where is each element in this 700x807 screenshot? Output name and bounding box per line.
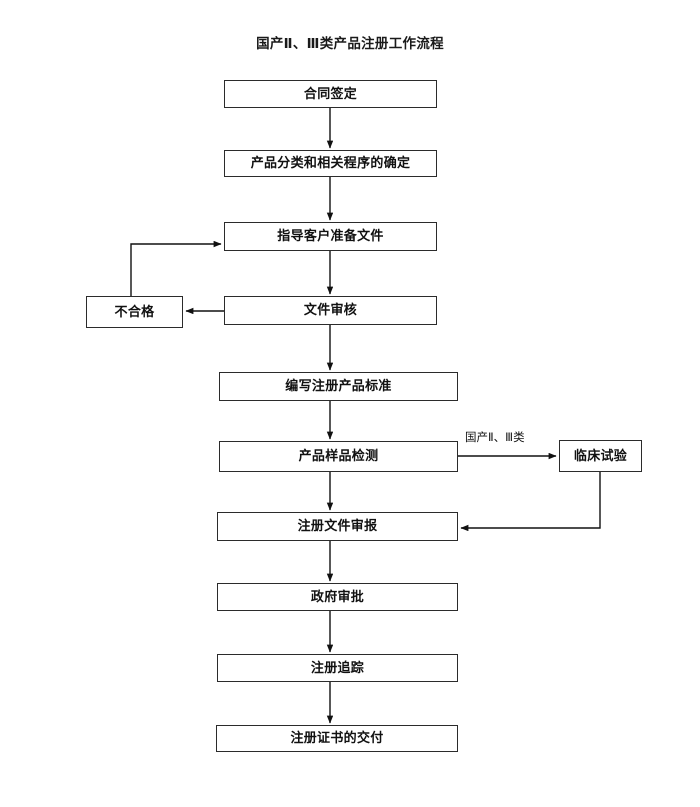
node-clinical-trial[interactable]: 临床试验 bbox=[559, 440, 642, 472]
node-document-review[interactable]: 文件审核 bbox=[224, 296, 437, 325]
node-classification[interactable]: 产品分类和相关程序的确定 bbox=[224, 150, 437, 177]
node-contract-signing[interactable]: 合同签定 bbox=[224, 80, 437, 108]
node-certificate-delivery[interactable]: 注册证书的交付 bbox=[216, 725, 458, 752]
node-registration-tracking[interactable]: 注册追踪 bbox=[217, 654, 458, 682]
node-unqualified[interactable]: 不合格 bbox=[86, 296, 183, 328]
node-sample-testing[interactable]: 产品样品检测 bbox=[219, 441, 458, 472]
connector-n8-n9-return bbox=[460, 472, 601, 532]
edge-label-domestic-class-2-3: 国产Ⅱ、Ⅲ类 bbox=[465, 430, 525, 444]
connector-n5-n3-loop bbox=[130, 240, 222, 296]
node-registration-submission[interactable]: 注册文件审报 bbox=[217, 512, 458, 541]
node-government-approval[interactable]: 政府审批 bbox=[217, 583, 458, 611]
node-write-product-standard[interactable]: 编写注册产品标准 bbox=[219, 372, 458, 401]
page-title: 国产Ⅱ、Ⅲ类产品注册工作流程 bbox=[256, 36, 444, 52]
node-guide-customer-docs[interactable]: 指导客户准备文件 bbox=[224, 222, 437, 251]
